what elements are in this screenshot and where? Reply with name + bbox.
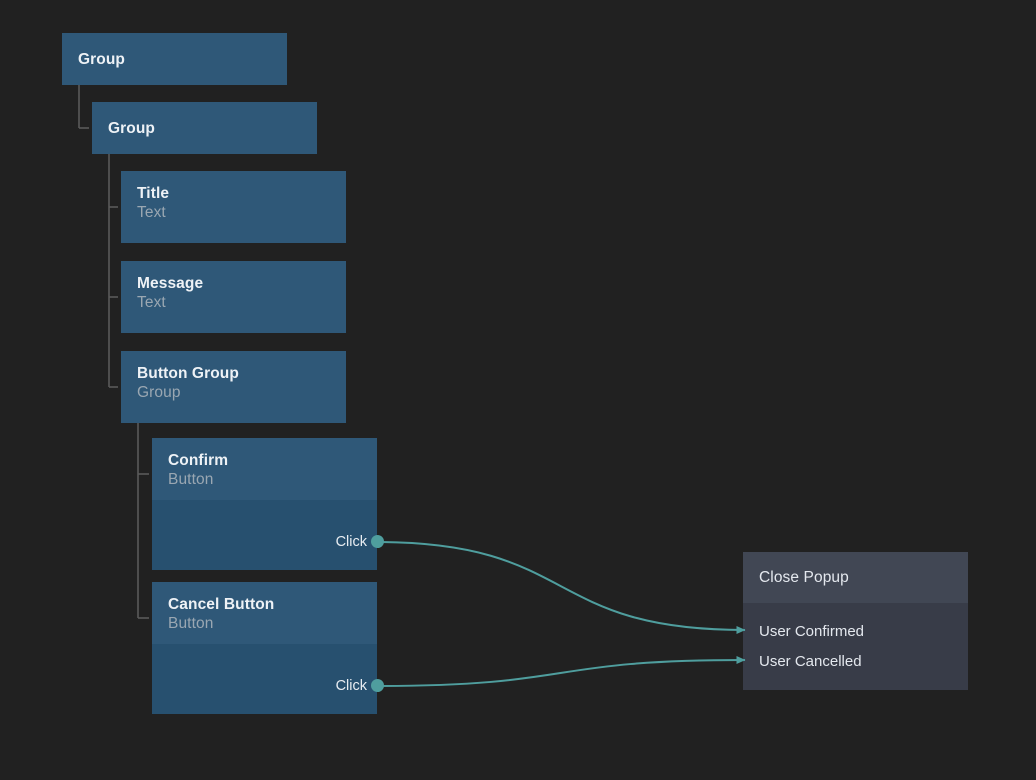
node-subtitle: Button [168, 471, 214, 488]
node-title: Title [137, 185, 170, 202]
node-title: Cancel Button [168, 596, 275, 613]
node-title: Group [78, 50, 125, 68]
input-port-label: User Confirmed [759, 623, 865, 640]
input-port-row[interactable]: User Confirmed [743, 617, 968, 647]
output-port-row[interactable]: Click [335, 533, 384, 551]
node-subtitle: Group [137, 384, 181, 401]
node-body: Click [152, 644, 384, 714]
output-port-label: Click [335, 534, 367, 550]
edge-cancel[interactable] [375, 656, 746, 687]
output-port-row[interactable]: Click [335, 677, 384, 695]
node-group-inner[interactable]: Group [92, 102, 317, 154]
node-title: Confirm [168, 452, 229, 469]
node-title: Button Group [137, 365, 239, 382]
node-header: Group [62, 33, 287, 85]
input-port-label: User Cancelled [759, 653, 862, 670]
node-subtitle: Text [137, 294, 166, 311]
output-port-handle[interactable] [371, 679, 384, 692]
node-body: Click [152, 500, 384, 570]
output-port-label: Click [335, 678, 367, 694]
node-header: Group [92, 102, 317, 154]
node-header: Close Popup [743, 552, 968, 603]
node-group-root[interactable]: Group [62, 33, 287, 85]
node-subtitle: Text [137, 204, 166, 221]
node-title: Message [137, 275, 204, 292]
node-title: Group [108, 119, 155, 137]
node-title: Close Popup [759, 569, 849, 586]
node-subtitle: Button [168, 615, 214, 632]
input-port-row[interactable]: User Cancelled [743, 647, 968, 677]
edge-confirm[interactable] [375, 541, 746, 634]
output-port-handle[interactable] [371, 535, 384, 548]
